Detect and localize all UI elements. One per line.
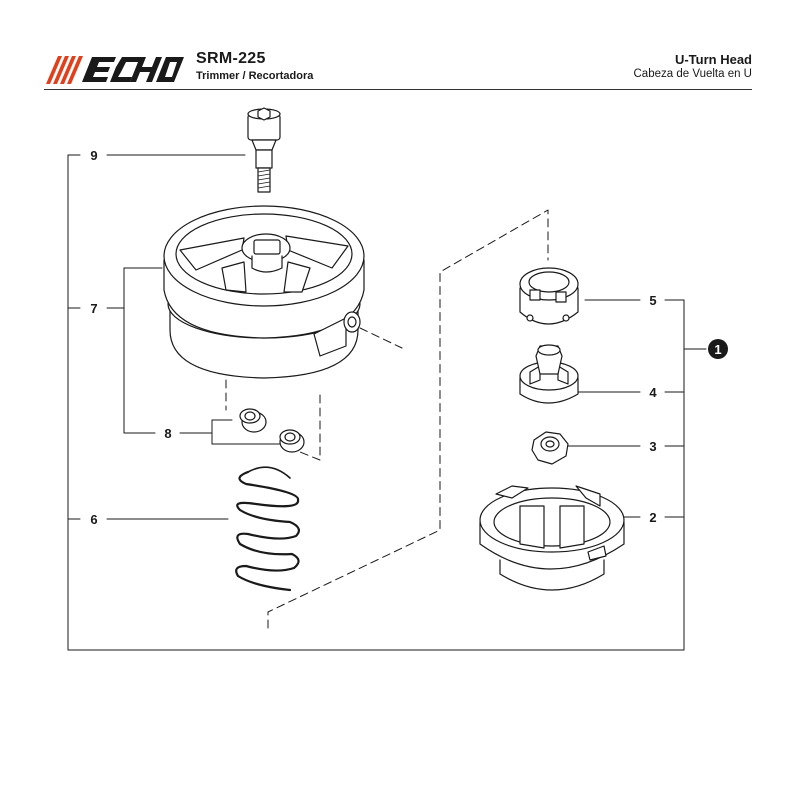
logo-stripes [46,56,83,84]
part-2-base-cover [479,485,625,591]
echo-logo [46,56,184,84]
part-7-spool-housing [163,205,365,379]
part-4-drive-hub [519,344,579,404]
callout-7: 7 [90,301,97,316]
callout-4: 4 [649,385,657,400]
callout-3: 3 [649,439,656,454]
callout-2: 2 [649,510,656,525]
model-number: SRM-225 [196,50,266,67]
callout-1-assembly: 1 [708,339,728,359]
callout-9: 9 [90,148,97,163]
part-9-arbor-bolt [247,107,281,193]
callout-6: 6 [90,512,97,527]
part-5-adapter-cap [519,267,579,325]
part-6-spring [235,466,300,592]
page-title-spanish: Cabeza de Vuelta en U [633,68,753,80]
part-8-eyelets [239,408,305,453]
callout-5: 5 [649,293,656,308]
part-3-nut [531,431,569,465]
page-header: SRM-225 Trimmer / Recortadora U-Turn Hea… [0,0,800,92]
model-subtitle: Trimmer / Recortadora [196,70,314,82]
header-divider [44,89,752,90]
callout-1-number: 1 [714,342,721,357]
callout-labels: 9 7 8 6 5 4 3 2 [90,148,657,527]
leader-lines [67,154,707,651]
callout-8: 8 [164,426,171,441]
logo-wordmark [82,57,184,82]
page-title: U-Turn Head [674,52,752,67]
